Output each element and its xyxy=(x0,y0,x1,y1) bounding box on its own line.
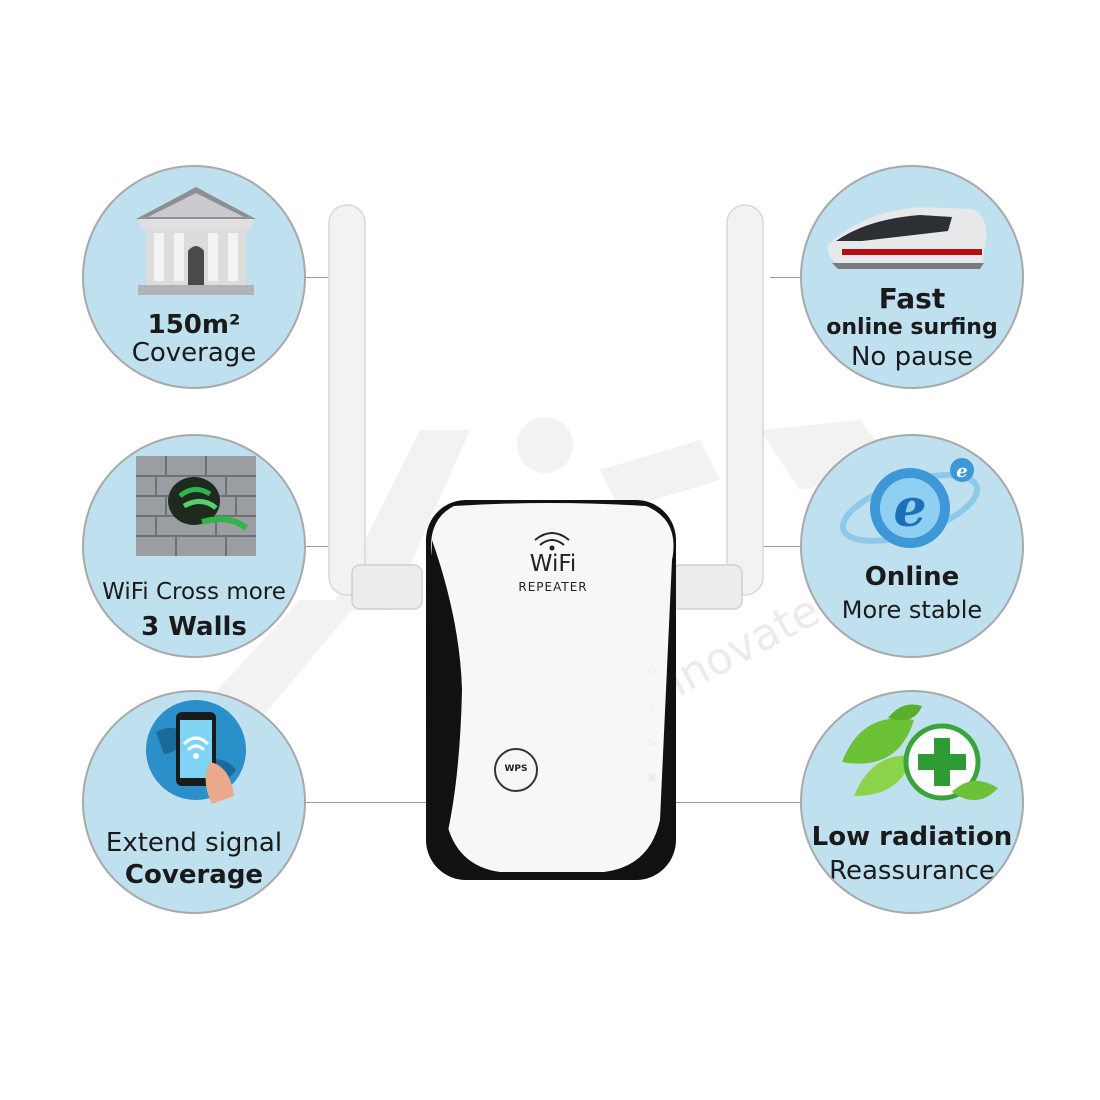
feature-extend: Extend signal Coverage xyxy=(82,690,306,914)
signal-icon: ⌈ xyxy=(650,702,654,713)
coverage-area: 150m² xyxy=(147,310,241,340)
walls-label: WiFi Cross more xyxy=(102,579,286,605)
fast-subtitle: online surfing xyxy=(826,315,998,340)
radiation-subtitle: Reassurance xyxy=(829,856,995,886)
online-title: Online xyxy=(864,562,960,592)
coverage-label: Coverage xyxy=(131,338,257,368)
leaf-cross-icon xyxy=(842,704,998,801)
extend-label: Extend signal xyxy=(105,828,283,858)
wifi-repeater-device xyxy=(328,204,764,880)
connector-line xyxy=(740,546,800,547)
lan-icon: ▣ xyxy=(647,772,657,783)
power-icon: ⏻ xyxy=(648,666,656,677)
house-icon xyxy=(136,187,256,295)
connector-line xyxy=(676,802,800,803)
svg-text:e: e xyxy=(893,478,926,539)
device-model: REPEATER xyxy=(518,580,588,594)
extend-coverage: Coverage xyxy=(124,860,264,890)
sync-icon: ↻ xyxy=(647,738,657,749)
brick-wall-icon xyxy=(136,456,256,556)
walls-count: 3 Walls xyxy=(141,612,247,642)
feature-online: e e Online More stable xyxy=(800,434,1024,658)
feature-coverage: 150m² Coverage xyxy=(82,165,306,389)
online-subtitle: More stable xyxy=(841,596,983,624)
phone-globe-icon xyxy=(146,700,246,804)
fast-note: No pause xyxy=(850,342,974,372)
radiation-title: Low radiation xyxy=(811,822,1013,852)
bullet-train-icon xyxy=(827,207,987,269)
feature-walls: WiFi Cross more 3 Walls xyxy=(82,434,306,658)
connector-line xyxy=(306,802,426,803)
internet-explorer-icon: e e xyxy=(839,458,981,548)
svg-text:e: e xyxy=(956,461,967,482)
feature-radiation: Low radiation Reassurance xyxy=(800,690,1024,914)
feature-fast: Fast online surfing No pause xyxy=(800,165,1024,389)
device-brand: WiFi xyxy=(529,551,577,577)
wps-button[interactable]: WPS xyxy=(494,748,538,792)
fast-title: Fast xyxy=(878,282,946,315)
connector-line xyxy=(770,277,800,278)
connector-line xyxy=(306,277,330,278)
wps-label: WPS xyxy=(504,764,528,774)
